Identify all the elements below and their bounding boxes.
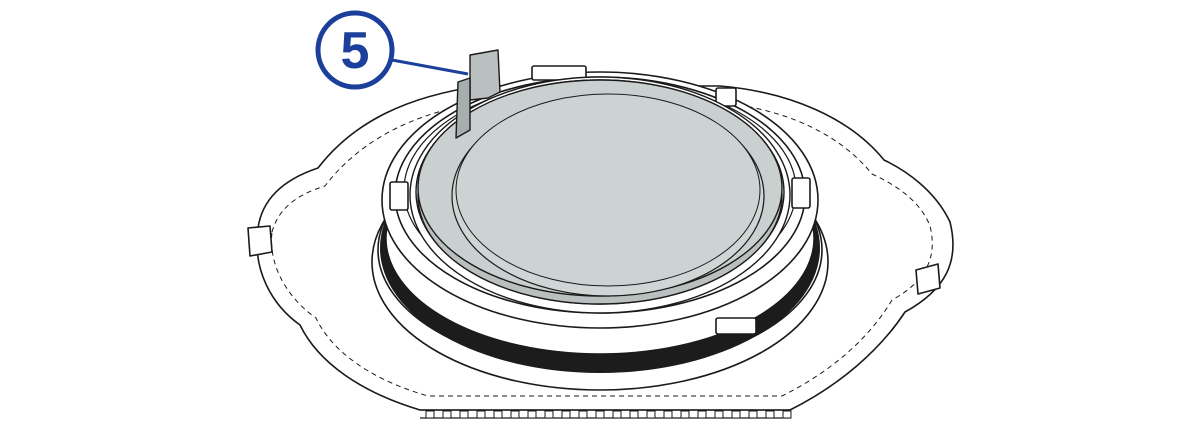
serration-tooth [663, 410, 673, 419]
serration-tooth [459, 410, 469, 419]
serration-tooth [425, 410, 435, 419]
serration-tooth [629, 410, 639, 419]
serration-tooth [697, 410, 707, 419]
callout-leader-line [391, 58, 469, 76]
serration-tooth [510, 410, 520, 419]
serration-tooth [765, 410, 775, 419]
serration-tooth [595, 410, 605, 419]
serration-tooth [578, 410, 588, 419]
callout-circle [315, 10, 395, 90]
callout: 5 [315, 10, 469, 90]
serration-tooth [527, 410, 537, 419]
serration-tooth [646, 410, 656, 419]
serration-tooth [561, 410, 571, 419]
callout-number: 5 [341, 22, 370, 80]
serration-tooth [680, 410, 690, 419]
serration-tooth [612, 410, 622, 419]
serration-tooth [731, 410, 741, 419]
serration-tooth [782, 410, 792, 419]
serration-tooth [493, 410, 503, 419]
serration-tooth [476, 410, 486, 419]
serration-tooth [714, 410, 724, 419]
battery-pull-tab [455, 49, 501, 139]
serrated-teeth [425, 410, 792, 419]
serration-tooth [748, 410, 758, 419]
coin-cell-battery [417, 79, 783, 305]
serration-tooth [442, 410, 452, 419]
serration-tooth [544, 410, 554, 419]
